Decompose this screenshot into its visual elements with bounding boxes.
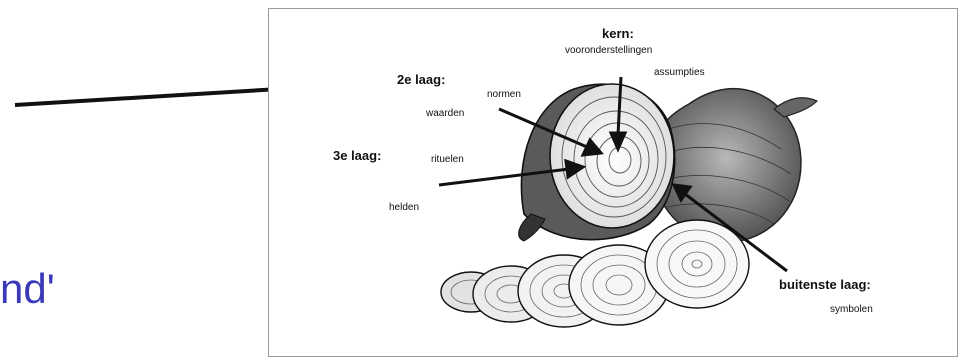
whole-onion <box>652 89 817 242</box>
outer-layer-title: buitenste laag: <box>779 277 871 292</box>
slide-partial-text: nd' <box>0 268 55 310</box>
kern-line-2: assumpties <box>654 67 705 78</box>
kern-line-1: vooronderstellingen <box>565 45 652 56</box>
layer3-title: 3e laag: <box>333 148 381 163</box>
kern-title: kern: <box>602 26 634 41</box>
layer3-item-helden: helden <box>389 202 419 213</box>
layer2-item-normen: normen <box>487 89 521 100</box>
layer2-item-waarden: waarden <box>426 108 464 119</box>
layer2-title: 2e laag: <box>397 72 445 87</box>
onion-diagram-frame: kern: vooronderstellingen assumpties 2e … <box>268 8 958 357</box>
halved-onion <box>519 84 675 241</box>
outer-layer-item-symbolen: symbolen <box>830 304 873 315</box>
layer3-item-rituelen: rituelen <box>431 154 464 165</box>
